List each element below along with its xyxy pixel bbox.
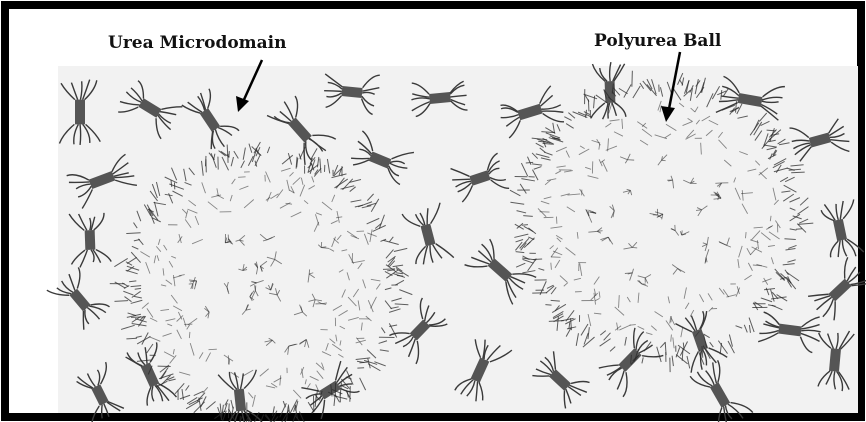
polyurea-ball-label: Polyurea Ball — [594, 31, 722, 51]
urea-microdomain-label: Urea Microdomain — [108, 33, 287, 53]
